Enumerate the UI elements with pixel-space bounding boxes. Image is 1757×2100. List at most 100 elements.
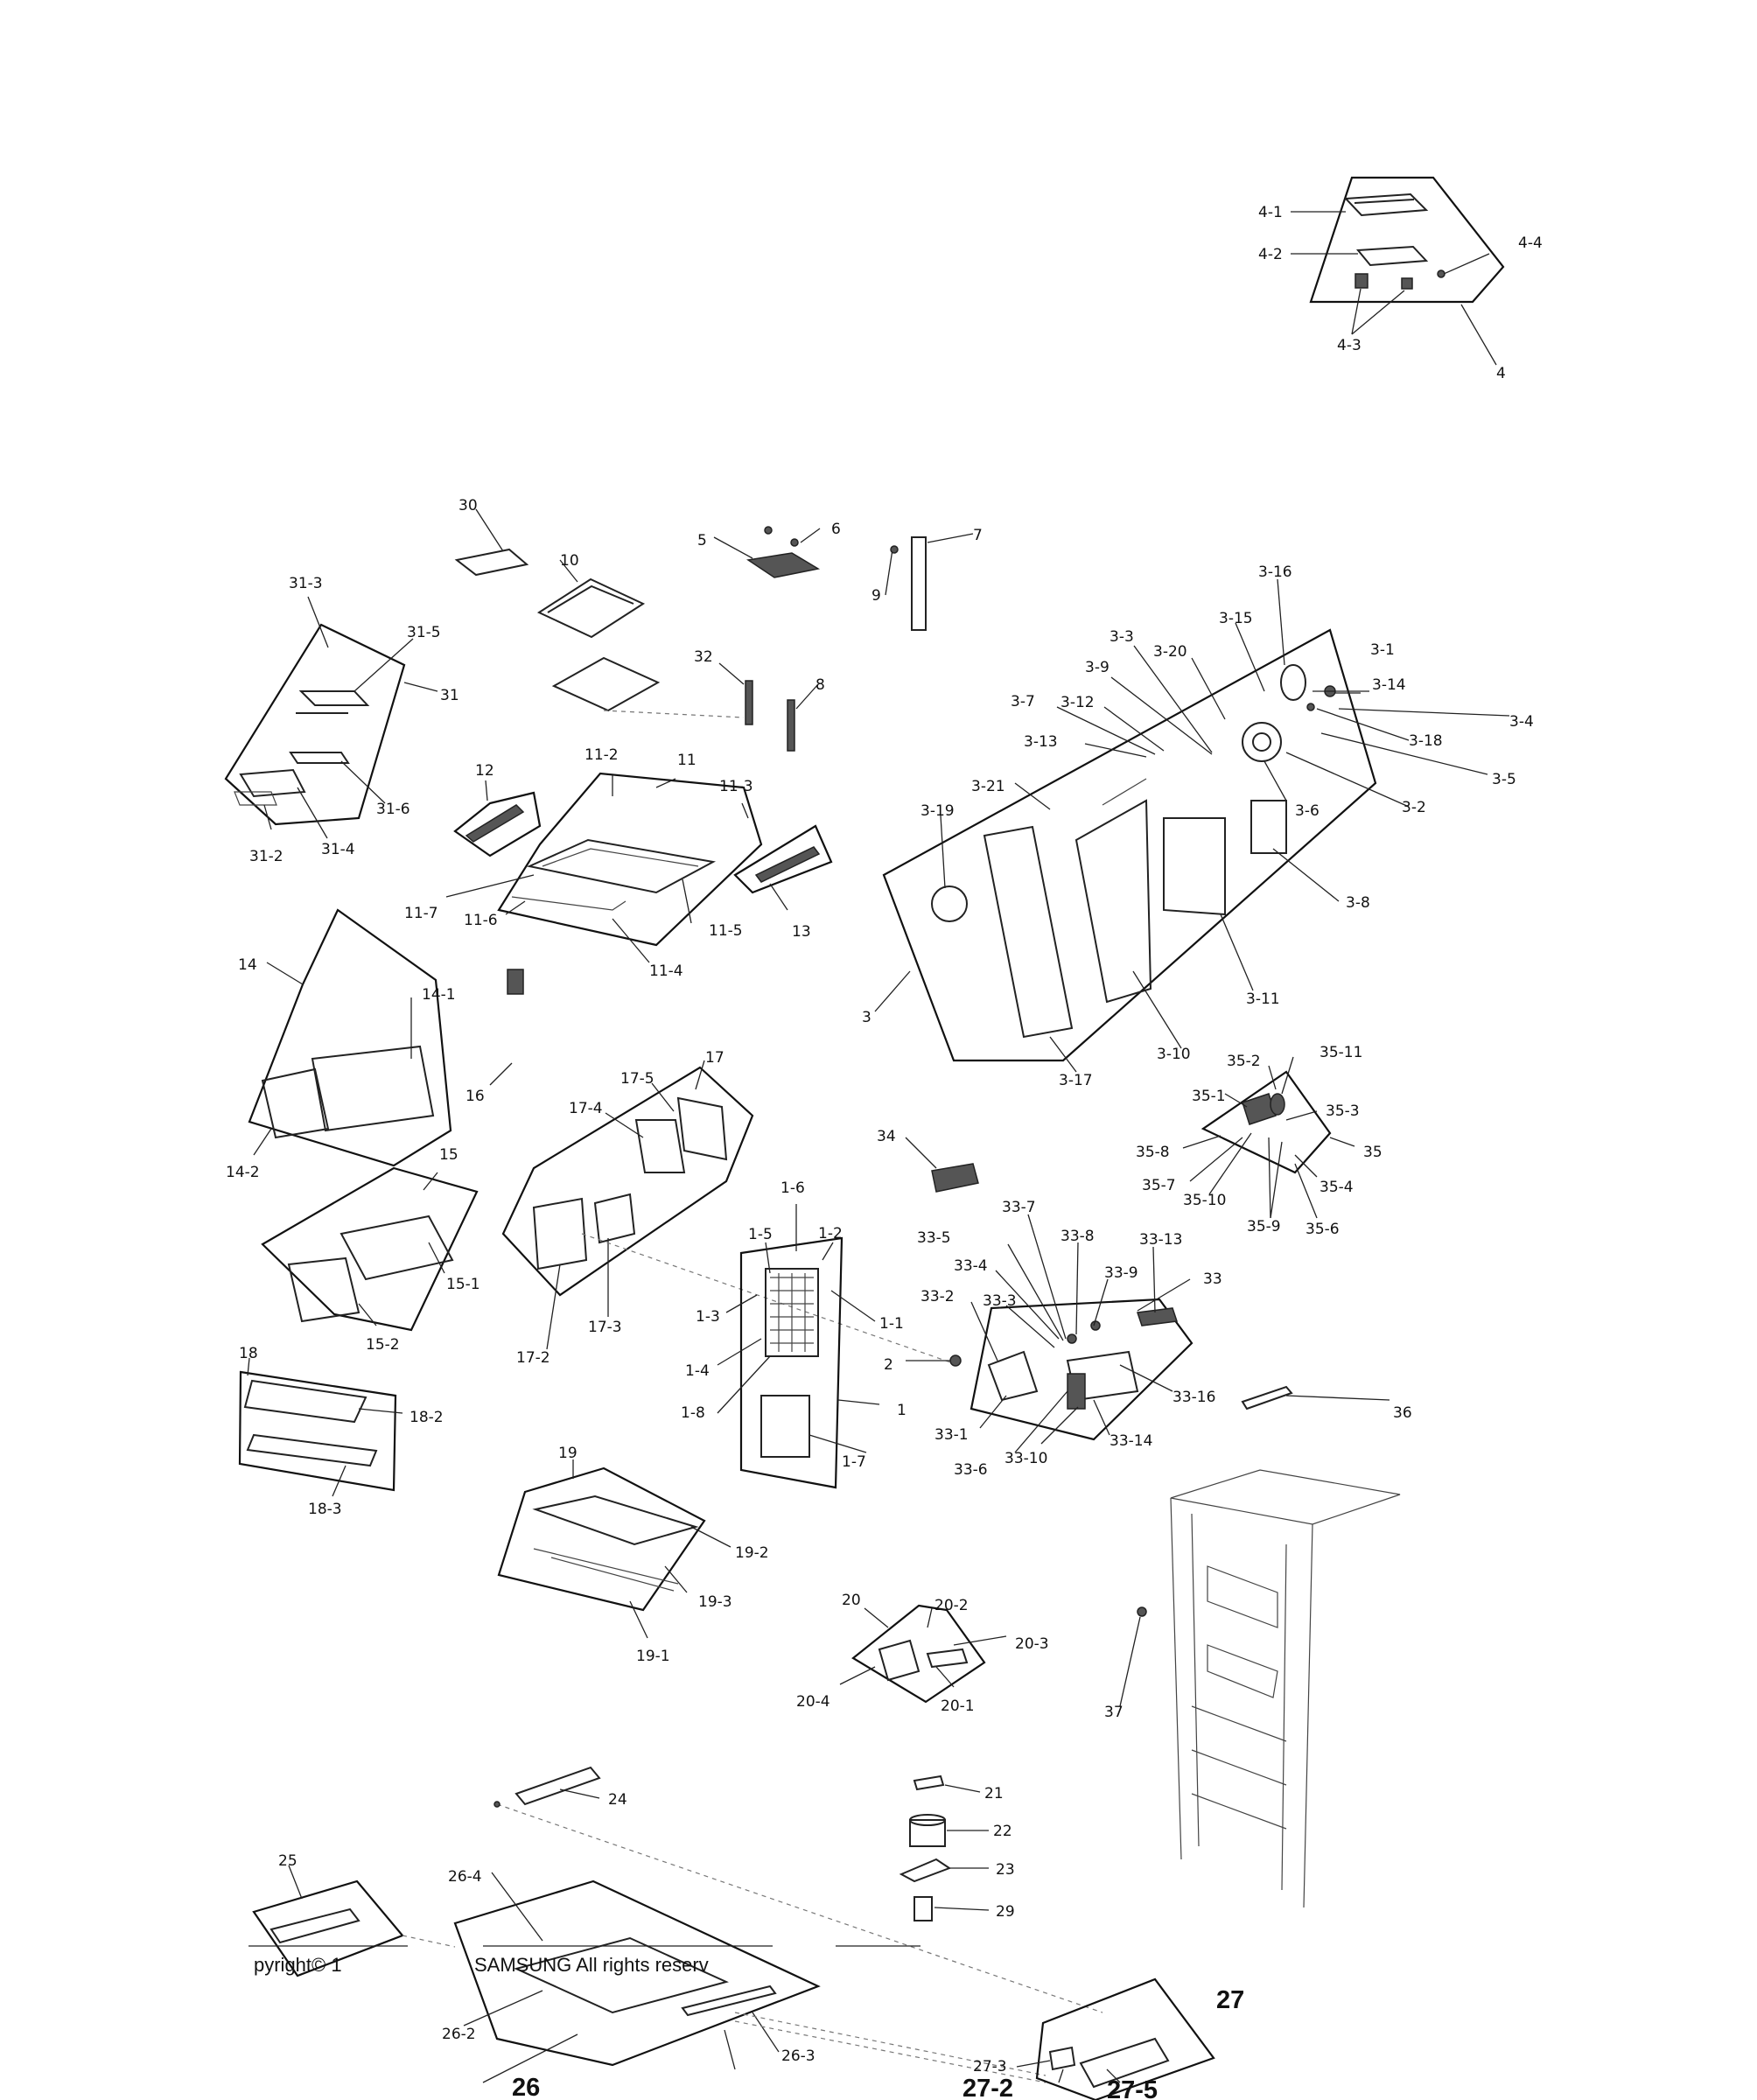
callout-labels: 4-1 4-2 4-3 4-4 4 30 5 6 7 9 10 32 8 31-… bbox=[226, 204, 1543, 2100]
label-group-4: 4 bbox=[1496, 365, 1506, 382]
label-3-2: 3-2 bbox=[1402, 799, 1426, 816]
copyright-bar: pyright© 1 SAMSUNG All rights reserv bbox=[248, 1945, 920, 1976]
label-9: 9 bbox=[872, 587, 881, 605]
label-35-2: 35-2 bbox=[1227, 1053, 1261, 1070]
label-bold-27-2: 27-2 bbox=[962, 2075, 1013, 2100]
copyright-right: SAMSUNG All rights reserv bbox=[474, 1954, 709, 1976]
label-19-1: 19-1 bbox=[636, 1648, 670, 1665]
label-19-3: 19-3 bbox=[698, 1593, 732, 1611]
group-14 bbox=[248, 908, 524, 1167]
label-3-4: 3-4 bbox=[1509, 713, 1534, 731]
label-3-8: 3-8 bbox=[1346, 894, 1370, 912]
label-24: 24 bbox=[608, 1791, 627, 1809]
label-34: 34 bbox=[877, 1128, 896, 1145]
group-31 bbox=[224, 596, 438, 839]
label-4-2: 4-2 bbox=[1258, 246, 1283, 263]
label-18-2: 18-2 bbox=[410, 1409, 444, 1426]
label-20-1: 20-1 bbox=[941, 1698, 975, 1715]
group-15 bbox=[261, 1166, 479, 1332]
group-35 bbox=[1182, 1056, 1355, 1219]
label-17-5: 17-5 bbox=[620, 1070, 654, 1088]
label-20-2: 20-2 bbox=[934, 1597, 969, 1614]
label-group-35: 35 bbox=[1363, 1144, 1382, 1161]
label-20-4: 20-4 bbox=[796, 1693, 830, 1711]
group-1 bbox=[717, 1204, 962, 1489]
label-group-19: 19 bbox=[558, 1445, 578, 1462]
label-3-16: 3-16 bbox=[1258, 564, 1292, 581]
label-bold-27: 27 bbox=[1216, 1986, 1244, 2014]
label-31-4: 31-4 bbox=[321, 841, 355, 858]
label-15-1: 15-1 bbox=[446, 1276, 480, 1293]
label-3-14: 3-14 bbox=[1372, 676, 1406, 694]
label-35-4: 35-4 bbox=[1320, 1179, 1354, 1196]
label-17-2: 17-2 bbox=[516, 1349, 550, 1367]
label-35-8: 35-8 bbox=[1136, 1144, 1170, 1161]
label-33-6: 33-6 bbox=[954, 1461, 988, 1479]
label-1-5: 1-5 bbox=[748, 1226, 773, 1243]
label-35-10: 35-10 bbox=[1183, 1192, 1226, 1209]
label-33-5: 33-5 bbox=[917, 1229, 951, 1247]
label-35-7: 35-7 bbox=[1142, 1177, 1176, 1194]
label-bold-27-5: 27-5 bbox=[1107, 2076, 1158, 2100]
label-2: 2 bbox=[884, 1356, 893, 1374]
label-21: 21 bbox=[984, 1785, 1004, 1802]
label-11-2: 11-2 bbox=[584, 746, 619, 764]
label-1-7: 1-7 bbox=[842, 1453, 866, 1471]
cabinet-body bbox=[1119, 1469, 1401, 1908]
label-19-2: 19-2 bbox=[735, 1544, 769, 1562]
label-bold-26: 26 bbox=[512, 2074, 540, 2100]
copyright-left: pyright© 1 bbox=[254, 1954, 342, 1976]
label-1-2: 1-2 bbox=[818, 1225, 843, 1242]
label-29: 29 bbox=[996, 1903, 1015, 1921]
label-17-4: 17-4 bbox=[569, 1100, 603, 1117]
label-35-9: 35-9 bbox=[1247, 1218, 1281, 1236]
label-group-18: 18 bbox=[239, 1345, 258, 1362]
group-34 bbox=[905, 1137, 979, 1193]
label-3-15: 3-15 bbox=[1219, 610, 1253, 627]
label-group-1: 1 bbox=[897, 1402, 906, 1419]
label-25: 25 bbox=[278, 1852, 298, 1870]
label-1-1: 1-1 bbox=[879, 1315, 904, 1333]
group-36 bbox=[1241, 1385, 1390, 1410]
label-1-8: 1-8 bbox=[681, 1404, 705, 1422]
label-1-4: 1-4 bbox=[685, 1362, 710, 1380]
label-20-3: 20-3 bbox=[1015, 1635, 1049, 1653]
label-33-14: 33-14 bbox=[1110, 1432, 1152, 1450]
label-3-7: 3-7 bbox=[1011, 693, 1035, 710]
label-11-7: 11-7 bbox=[404, 905, 438, 922]
label-16: 16 bbox=[466, 1088, 485, 1105]
label-group-3: 3 bbox=[862, 1009, 872, 1026]
label-33-9: 33-9 bbox=[1104, 1264, 1138, 1282]
group-27 bbox=[1016, 1978, 1215, 2100]
label-13: 13 bbox=[792, 923, 811, 941]
label-group-20: 20 bbox=[842, 1592, 861, 1609]
label-31-6: 31-6 bbox=[376, 801, 410, 818]
label-33-16: 33-16 bbox=[1172, 1389, 1215, 1406]
label-33-10: 33-10 bbox=[1004, 1450, 1047, 1467]
label-33-4: 33-4 bbox=[954, 1257, 988, 1275]
label-36: 36 bbox=[1393, 1404, 1412, 1422]
label-27-3: 27-3 bbox=[973, 2058, 1007, 2076]
label-18-3: 18-3 bbox=[308, 1501, 342, 1518]
group-18 bbox=[238, 1357, 403, 1497]
label-3-18: 3-18 bbox=[1409, 732, 1443, 750]
label-33-8: 33-8 bbox=[1060, 1228, 1095, 1245]
label-31-3: 31-3 bbox=[289, 575, 323, 592]
label-6: 6 bbox=[831, 521, 841, 538]
label-8: 8 bbox=[816, 676, 825, 694]
group-19 bbox=[497, 1460, 732, 1639]
label-3-13: 3-13 bbox=[1024, 733, 1058, 751]
label-11-4: 11-4 bbox=[649, 962, 683, 980]
group-11 bbox=[445, 772, 833, 963]
label-7: 7 bbox=[973, 527, 983, 544]
label-33-7: 33-7 bbox=[1002, 1199, 1036, 1216]
group-4 bbox=[1291, 176, 1505, 366]
label-5: 5 bbox=[697, 532, 707, 550]
label-group-31: 31 bbox=[440, 687, 459, 704]
label-3-11: 3-11 bbox=[1246, 990, 1280, 1008]
label-3-21: 3-21 bbox=[971, 778, 1005, 795]
label-26-2: 26-2 bbox=[442, 2026, 476, 2043]
top-shelf-parts bbox=[454, 508, 974, 752]
label-31-2: 31-2 bbox=[249, 848, 284, 865]
